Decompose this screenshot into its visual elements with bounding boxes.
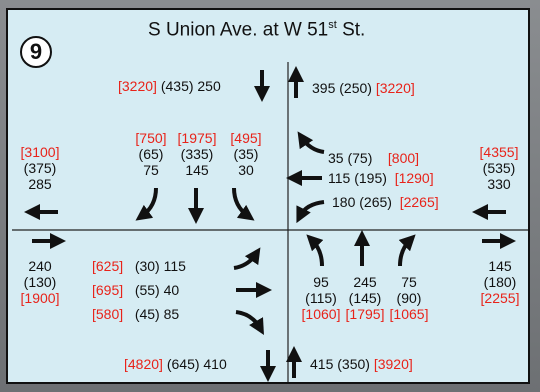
south-inbound-volume: [4820] (645) 410 bbox=[124, 356, 227, 372]
east-inbound-volume: [4355](535)330 bbox=[479, 144, 519, 192]
west-inbound-volume: 240(130)[1900] bbox=[20, 258, 60, 306]
sb-through-volume: [1975](335)145 bbox=[177, 130, 217, 178]
wb-left-turn-arrow bbox=[296, 200, 325, 224]
west-outbound-volume: [3100](375)285 bbox=[20, 144, 60, 192]
eb-right-volume: [580] (45) 85 bbox=[92, 306, 180, 322]
diagram-graphics bbox=[12, 62, 528, 382]
wb-through-volume: 115 (195) [1290] bbox=[328, 170, 434, 186]
wb-right-volume: 35 (75) [800] bbox=[328, 150, 420, 166]
intersection-number-badge: 9 bbox=[20, 36, 52, 68]
nb-right-turn-arrow bbox=[398, 234, 416, 267]
wb-left-volume: 180 (265) [2265] bbox=[332, 194, 439, 210]
sb-left-turn-arrow bbox=[232, 187, 255, 221]
eb-through-volume: [695] (55) 40 bbox=[92, 282, 180, 298]
sb-right-turn-arrow bbox=[135, 187, 158, 221]
nb-right-volume: 75(90)[1065] bbox=[389, 274, 429, 322]
east-outbound-volume: 145(180)[2255] bbox=[480, 258, 520, 306]
sb-left-volume: [495](35)30 bbox=[230, 130, 262, 178]
nb-left-turn-arrow bbox=[306, 234, 324, 267]
eb-left-volume: [625] (30) 115 bbox=[92, 258, 186, 274]
north-inbound-volume: 395 (250) [3220] bbox=[312, 80, 415, 96]
north-outbound-volume: [3220] (435) 250 bbox=[118, 78, 221, 94]
nb-left-volume: 95(115)[1060] bbox=[301, 274, 341, 322]
eb-right-turn-arrow bbox=[235, 310, 264, 335]
south-outbound-volume: 415 (350) [3920] bbox=[310, 356, 413, 372]
intersection-diagram: 9 S Union Ave. at W 51st St. bbox=[6, 8, 530, 384]
eb-left-turn-arrow bbox=[233, 247, 261, 270]
nb-through-volume: 245(145)[1795] bbox=[345, 274, 385, 322]
intersection-title: S Union Ave. at W 51st St. bbox=[148, 19, 366, 41]
wb-right-turn-arrow bbox=[297, 131, 325, 154]
sb-right-volume: [750](65)75 bbox=[135, 130, 167, 178]
